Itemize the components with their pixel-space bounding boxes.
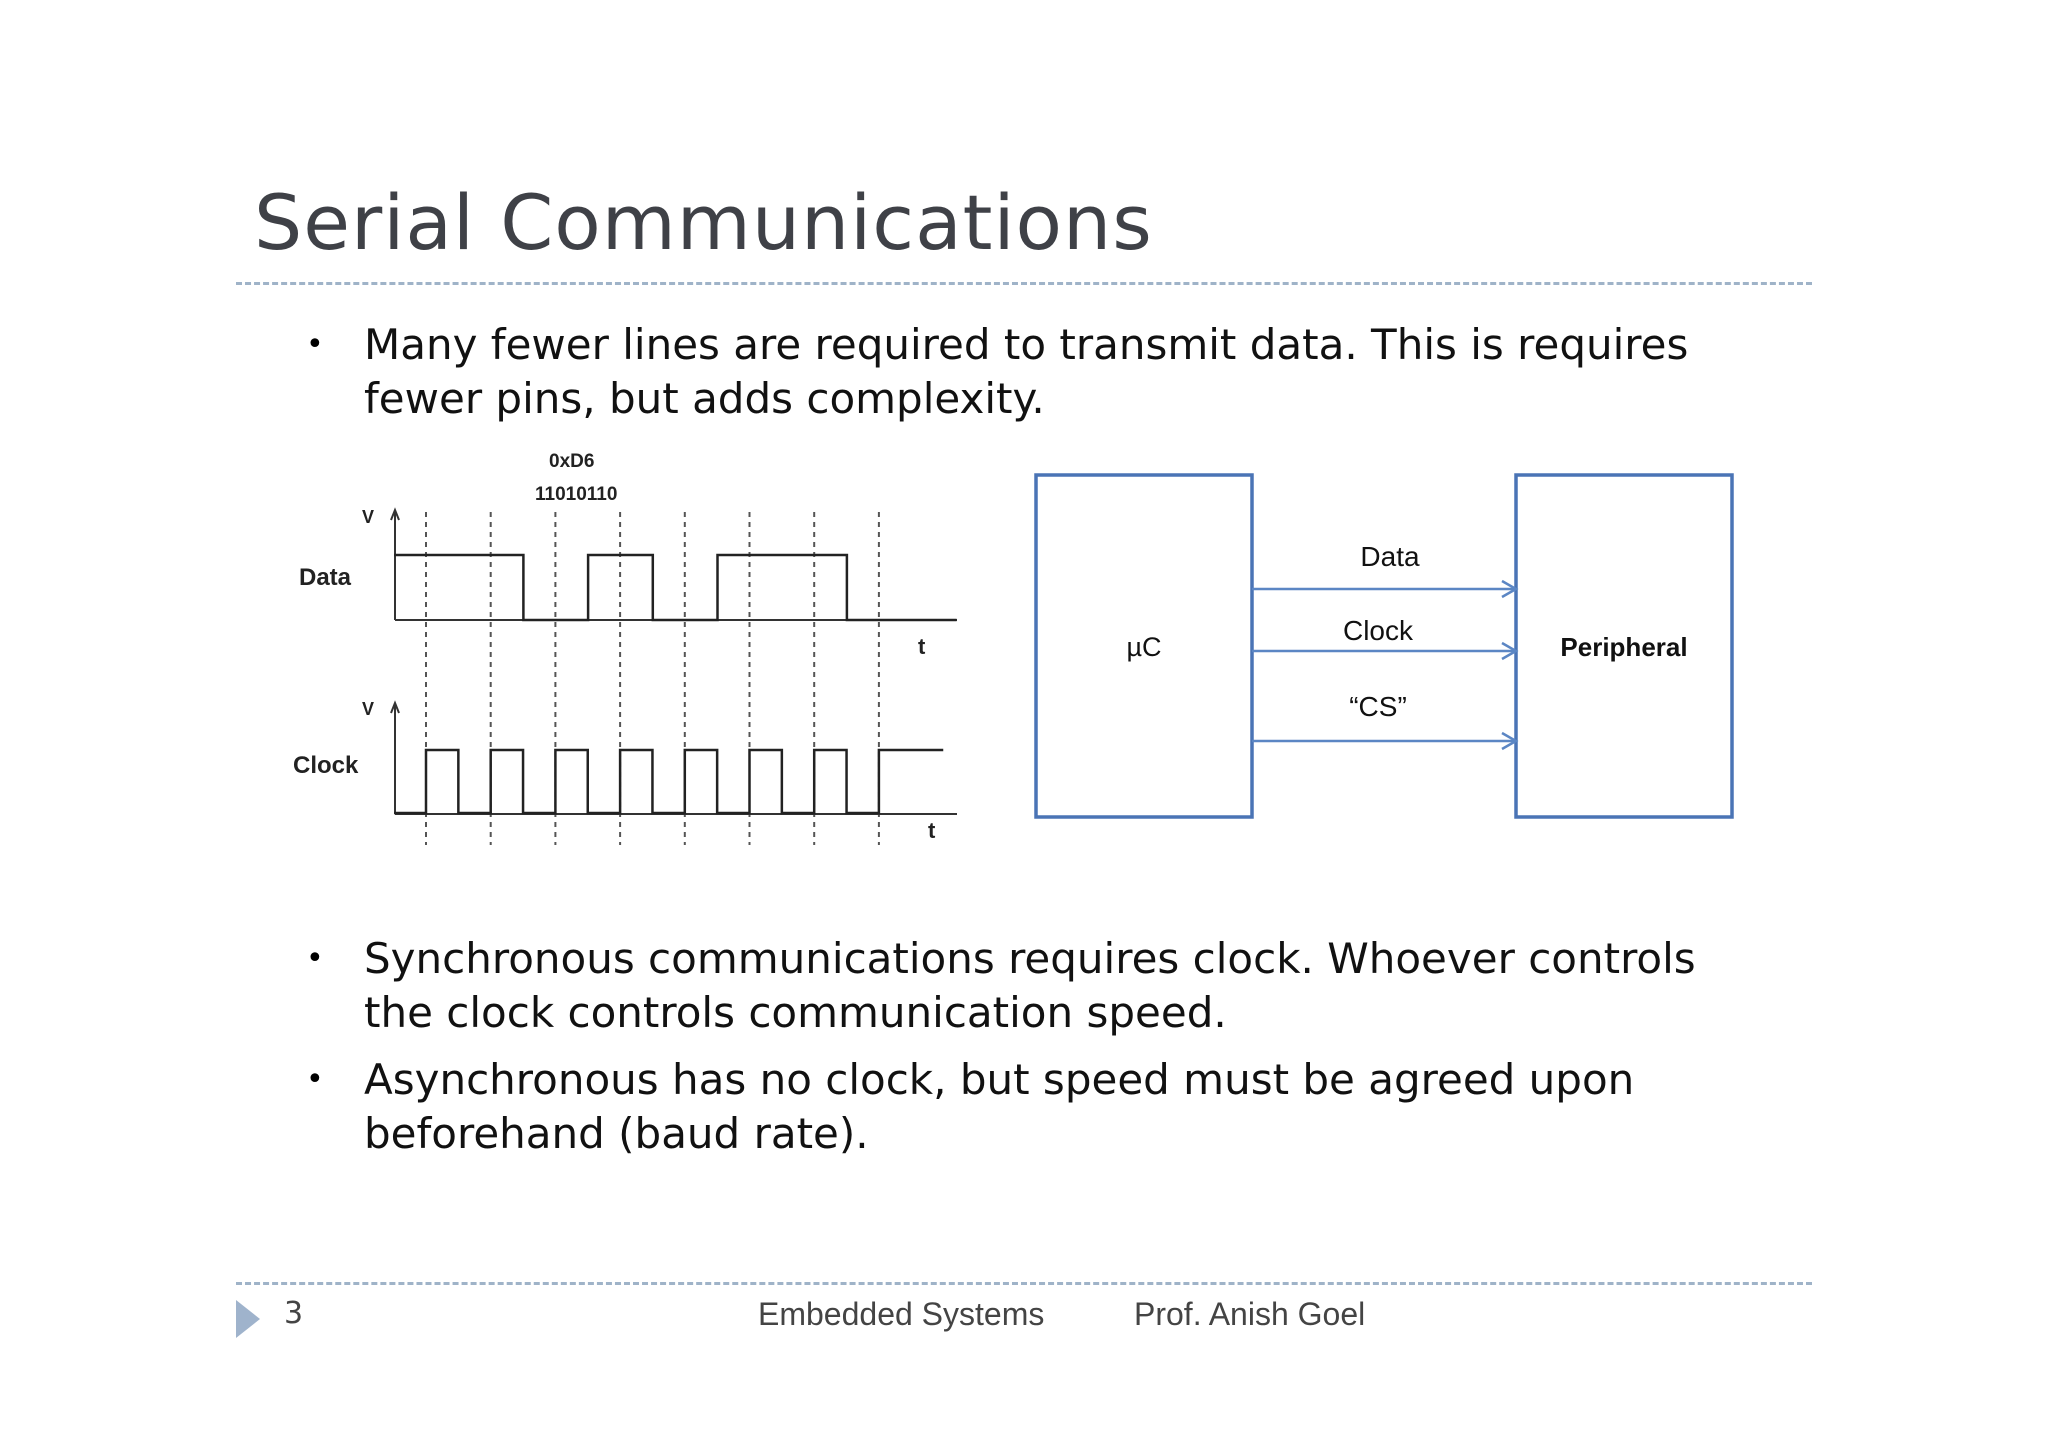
page-number: 3 [284,1296,304,1331]
data-signal-label: Data [299,564,352,591]
cs-arrowhead [1501,731,1519,751]
data-arrowhead [1501,579,1519,599]
block-diagram: µC Peripheral Data Clock “CS” [1034,473,1734,819]
clock-waveform [394,748,944,815]
clock-signal-label: Clock [293,752,359,779]
clock-t-axis-label: t [928,818,936,843]
bullet-marker: • [306,1062,324,1097]
bullet-1: Many fewer lines are required to transmi… [364,320,1689,423]
footer-divider [236,1282,1812,1285]
hex-label: 0xD6 [549,451,594,472]
clock-v-axis-label: V [362,699,374,719]
data-line-label: Data [1360,541,1420,572]
bullet-2: Synchronous communications requires cloc… [364,934,1696,1037]
data-v-axis-label: V [362,507,374,527]
footer-author: Prof. Anish Goel [1134,1296,1366,1332]
cs-line-label: “CS” [1349,691,1407,722]
bullet-marker: • [306,327,324,362]
peripheral-label: Peripheral [1560,632,1687,662]
clock-v-arrow [390,700,400,714]
footer-arrow-icon [236,1300,260,1338]
clock-line-label: Clock [1343,615,1414,646]
clock-arrowhead [1501,641,1519,661]
bullet-marker: • [306,941,324,976]
binary-label: 11010110 [535,484,617,505]
microcontroller-box [1034,473,1254,819]
data-t-axis-label: t [918,634,926,659]
slide-title: Serial Communications [254,178,1153,267]
title-divider [236,282,1812,285]
bullet-3: Asynchronous has no clock, but speed mus… [364,1055,1635,1158]
footer-course: Embedded Systems [758,1296,1045,1332]
data-v-arrow [390,507,400,521]
data-waveform [394,553,957,622]
microcontroller-label: µC [1126,632,1161,662]
timing-diagram: 0xD6 11010110 V Data t V Clock t [293,451,957,845]
peripheral-box [1514,473,1734,819]
